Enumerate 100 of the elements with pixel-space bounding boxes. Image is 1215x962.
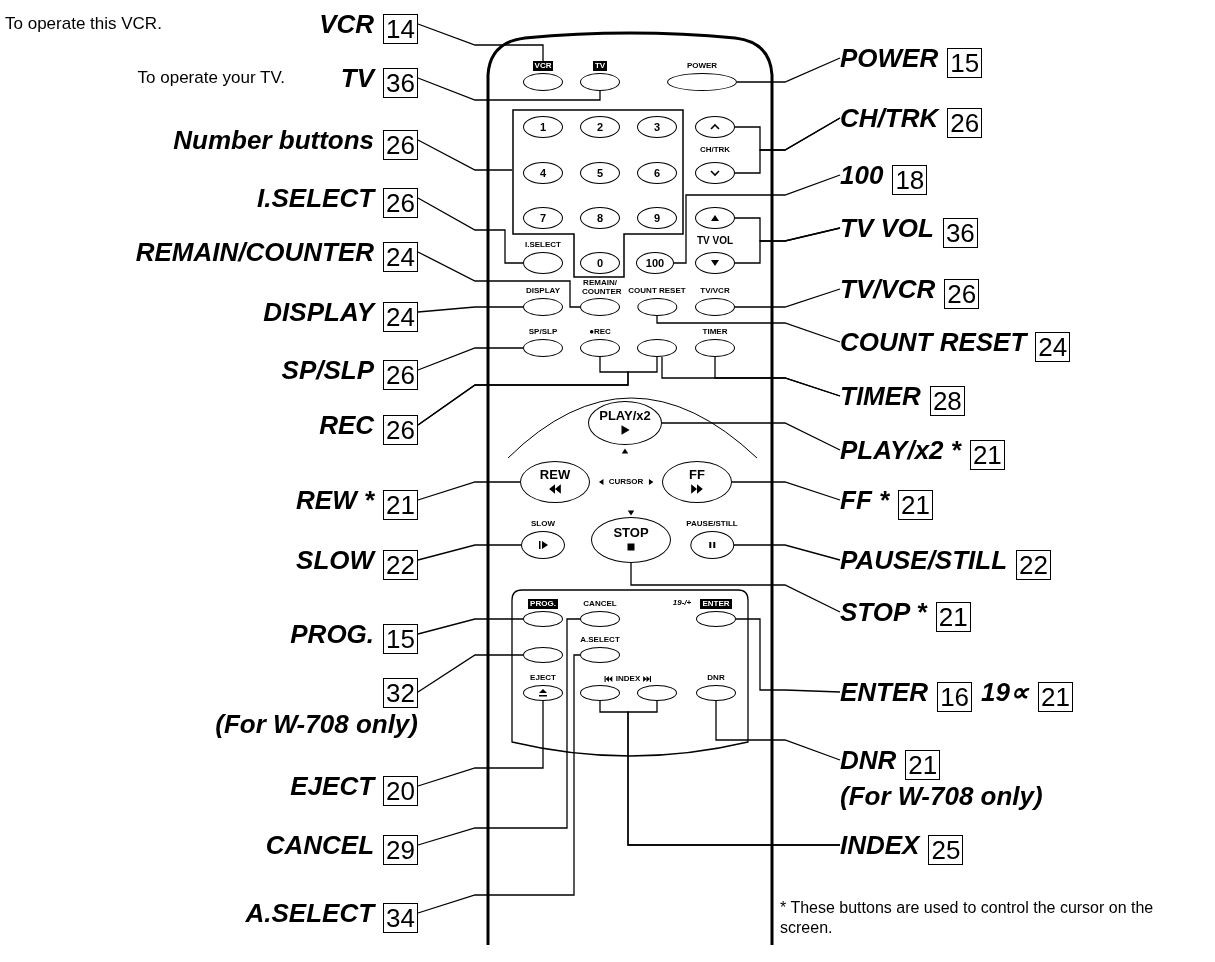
button-label: TV	[592, 61, 608, 71]
page-number: 26	[947, 107, 983, 138]
callout-label: REC	[319, 410, 375, 440]
callout-label: (For W-708 only)	[215, 709, 418, 739]
callout-label: POWER	[840, 43, 939, 73]
page-number: 36	[383, 67, 418, 98]
button-label: DISPLAY	[526, 286, 560, 296]
callout-label: DISPLAY	[263, 297, 375, 327]
leader-line	[734, 227, 841, 264]
page-number: 25	[928, 834, 964, 865]
remote-button: 0	[580, 252, 620, 274]
remote-button: 7	[523, 207, 563, 229]
callout-label: FF *	[840, 485, 890, 515]
page-number: 24	[1035, 331, 1071, 362]
remote-button: 1	[523, 116, 563, 138]
button-label: ENTER	[700, 599, 732, 609]
leader-line	[661, 422, 841, 451]
leader-line	[417, 197, 524, 264]
remote-button: 4	[523, 162, 563, 184]
remote-button: 3	[637, 116, 677, 138]
button-label: A.SELECT	[580, 635, 620, 645]
remote-button: STOP	[591, 517, 671, 563]
leader-line	[715, 700, 841, 761]
footnote: * These buttons are used to control the cursor on the screen.	[780, 898, 1155, 938]
button-label: CANCEL	[583, 599, 617, 609]
panel-label: 19-/+	[672, 598, 692, 608]
leader-line	[731, 481, 841, 501]
button-label: VCR	[532, 61, 554, 71]
leader-line	[673, 174, 841, 264]
callout-label: TIMER	[840, 381, 921, 411]
page-number: 26	[383, 359, 418, 390]
leader-line	[733, 544, 841, 561]
button-label: DNR	[707, 673, 725, 683]
callout-label: CANCEL	[265, 830, 375, 860]
leader-line	[417, 654, 524, 693]
callout-label: PAUSE/STILL	[840, 545, 1008, 575]
callout-label: COUNT RESET	[840, 327, 1027, 357]
callout-label: SLOW	[296, 545, 375, 575]
page-number: 28	[929, 385, 965, 416]
page-number: 36	[942, 217, 978, 248]
remote-button: 6	[637, 162, 677, 184]
button-label: EJECT	[530, 673, 556, 683]
remote-button: 9	[637, 207, 677, 229]
leader-line	[417, 251, 581, 308]
leader-line	[735, 618, 841, 693]
leader-line	[417, 347, 524, 371]
button-label: TIMER	[702, 327, 728, 337]
page-number: 32	[383, 677, 418, 708]
leader-line	[417, 700, 544, 787]
leader-line	[630, 562, 841, 613]
remote-button: REW	[520, 461, 590, 503]
button-label: COUNT RESET	[628, 286, 686, 296]
leader-line	[734, 288, 841, 308]
page-number: 26	[383, 414, 418, 445]
callout-label: DNR	[840, 745, 897, 775]
callout-label: TV	[340, 63, 375, 93]
callout-label: Number buttons	[173, 125, 375, 155]
page-number: 26	[944, 278, 980, 309]
page-number: 34	[383, 902, 418, 933]
leader-line	[417, 77, 601, 101]
description-text: To operate this VCR.	[5, 14, 162, 34]
page-number: 29	[383, 834, 418, 865]
page-number: 20	[383, 775, 418, 806]
leader-line	[714, 356, 841, 397]
page-number: 15	[947, 47, 983, 78]
page-number: 26	[383, 129, 418, 160]
leader-line	[417, 654, 581, 914]
button-label: TV/VCR	[700, 286, 730, 296]
leader-line	[417, 481, 521, 501]
page-number: 21	[905, 749, 941, 780]
remote-button: PLAY/x2	[588, 401, 662, 445]
callout-label: PLAY/x2 *	[840, 435, 961, 465]
callout-label: (For W-708 only)	[840, 781, 1043, 811]
callout-label: VCR	[319, 9, 375, 39]
leader-line	[417, 618, 581, 846]
callout-label: INDEX	[840, 830, 920, 860]
page-number: 14	[383, 13, 418, 44]
panel-label: INDEX	[615, 674, 641, 684]
callout-label: CH/TRK	[840, 103, 939, 133]
remote-button: 5	[580, 162, 620, 184]
page-number: 16	[937, 681, 973, 712]
button-label: I.SELECT	[525, 240, 561, 250]
leader-line	[417, 139, 513, 171]
page-number: 15	[383, 623, 418, 654]
callout-label: SP/SLP	[281, 355, 375, 385]
button-label: SLOW	[531, 519, 555, 529]
page-number: 21	[898, 489, 934, 520]
button-label: SP/SLP	[528, 327, 558, 337]
callout-label: PROG.	[290, 619, 375, 649]
page-number: 18	[892, 164, 928, 195]
remote-button: 2	[580, 116, 620, 138]
leader-line	[417, 23, 544, 62]
page-number: 24	[383, 301, 418, 332]
page-number: 21	[935, 601, 971, 632]
button-label: PROG.	[528, 599, 558, 609]
callout-label: TV VOL	[840, 213, 934, 243]
remote-button: 8	[580, 207, 620, 229]
page-number: 26	[383, 187, 418, 218]
callout-label: I.SELECT	[257, 183, 375, 213]
callout-label: 100	[840, 160, 884, 190]
